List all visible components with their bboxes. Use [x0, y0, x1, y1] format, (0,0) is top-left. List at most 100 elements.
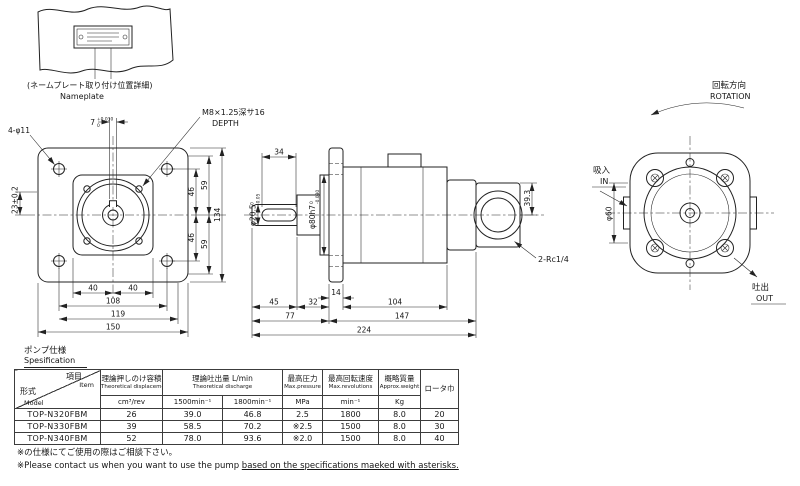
shaft	[251, 204, 297, 226]
keyway-notch	[109, 200, 117, 207]
outlet-label-en: OUT	[756, 294, 773, 303]
port-note-label: 2-Rc1/4	[538, 255, 569, 264]
inlet-boss-edge	[623, 196, 630, 230]
unit-discharge-1500: 1500min⁻¹	[162, 395, 223, 409]
key-slot	[261, 208, 297, 222]
rear-body-outline	[629, 152, 751, 274]
dim-147-label: 147	[395, 312, 410, 321]
dim-40-right-label: 40	[128, 284, 138, 293]
dim-39-3-label: 39.3	[523, 190, 532, 207]
note-en: ※Please contact us when you want to use …	[17, 461, 459, 471]
front-view-dimensions: 7 +0.030 0 4-φ11 M8×1.25深サ16 DEPTH 23±0.…	[8, 108, 265, 337]
corner-model-jp: 形式	[20, 387, 36, 396]
header-discharge: 理論吐出量 L/min Theoretical discharge	[161, 369, 284, 396]
rear-hub-circle	[679, 202, 701, 224]
rear-view	[606, 136, 774, 290]
rotation-arrow	[650, 102, 745, 116]
inlet-arrow	[599, 190, 628, 207]
table-corner-cell: 項目 Item 形式 Model	[14, 369, 101, 409]
dim-134-label: 134	[213, 207, 222, 222]
header-displacement: 理論押しのけ容積 Theoretical displacement	[100, 369, 163, 396]
outlet-arrow	[733, 257, 758, 278]
rotation-label-en: ROTATION	[710, 92, 751, 101]
body-circle	[76, 178, 150, 252]
dim-77-label: 77	[285, 312, 295, 321]
header-weight: 概略質量 Approx.weight	[378, 369, 422, 396]
pilot-tol-upper: 0	[309, 201, 315, 204]
outlet-boss-edge	[750, 196, 757, 230]
pilot-dia-label: φ80h7	[308, 205, 317, 229]
header-pressure: 最高圧力 Max.pressure	[282, 369, 324, 396]
unit-weight: Kg	[378, 395, 422, 409]
dim-104-label: 104	[388, 298, 403, 307]
top-boss	[387, 153, 422, 167]
dim-key-width-label: 7	[90, 118, 95, 127]
corner-item-jp: 項目	[66, 372, 82, 381]
dim-46-lower-label: 46	[187, 233, 196, 243]
dim-108-label: 108	[106, 297, 121, 306]
inlet-label-en: IN	[600, 177, 608, 186]
nameplate-screw-left	[78, 34, 84, 40]
dim-key-width-tol-upper: +0.030	[97, 117, 113, 123]
dim-34-label: 34	[274, 148, 284, 157]
dim-32-label: 32	[308, 298, 318, 307]
tap-note-label: M8×1.25深サ16	[202, 108, 265, 117]
nameplate-leader-lines	[94, 48, 112, 79]
pilot-circle-phi80	[81, 183, 145, 247]
hidden-bolt-holes	[329, 163, 343, 267]
dim-phi60-label: φ60	[605, 206, 614, 221]
model-name: TOP-N330FBM	[14, 420, 101, 433]
inlet-label-jp: 吸入	[593, 166, 611, 176]
nameplate-caption-en: Nameplate	[60, 92, 104, 101]
note-jp: ※の仕様にてご使用の際はご相談下さい。	[17, 448, 178, 458]
nameplate-screw-right	[122, 34, 128, 40]
pilot-tol-lower: -0.030	[315, 190, 321, 204]
dim-119-label: 119	[111, 310, 126, 319]
cover-screws	[646, 169, 734, 257]
body-fragment-outline	[37, 5, 174, 74]
nameplate-plate	[73, 25, 133, 49]
unit-discharge-1800: 1800min⁻¹	[221, 395, 284, 409]
tapped-holes-m8	[83, 185, 143, 245]
tap-note-depth-label: DEPTH	[212, 119, 239, 128]
spec-heading-jp: ポンプ仕様	[24, 346, 67, 356]
corner-model-en: Model	[24, 399, 44, 407]
dim-23-label: 23±0.2	[11, 186, 20, 214]
front-view	[26, 136, 200, 298]
note-en-underlined: based on the specifications maeked with …	[241, 461, 459, 471]
rotation-label-jp: 回転方向	[712, 80, 746, 91]
spec-heading: ポンプ仕様 Spesification	[24, 346, 88, 368]
dim-59-upper-label: 59	[200, 180, 209, 190]
corner-item-en: Item	[79, 381, 94, 389]
dim-key-width-tol-lower: 0	[97, 123, 100, 129]
dim-150-label: 150	[106, 323, 121, 332]
dim-46-upper-label: 46	[187, 187, 196, 197]
dim-40-left-label: 40	[88, 284, 98, 293]
dim-45-label: 45	[269, 298, 279, 307]
rear-view-labels: 回転方向 ROTATION 吸入 IN φ60 吐出 OUT	[592, 80, 786, 305]
shaft-dia-label: φ20.5	[249, 204, 258, 226]
table-row: TOP-N330FBM 39 58.5 70.2 ※2.5 1500 8.0 3…	[14, 420, 460, 433]
shaft-tol-lower: -0.05	[255, 193, 261, 205]
rear-centerlines	[606, 136, 774, 290]
unit-pressure: MPa	[282, 395, 324, 409]
bolt-holes-4-phi11	[51, 161, 175, 269]
header-rotor-width: ロータ巾	[420, 369, 460, 409]
gear-housing-square	[72, 174, 154, 256]
side-view	[244, 147, 544, 283]
nameplate-caption-jp: (ネームプレート取り付け位置詳細)	[27, 80, 153, 90]
unit-revolutions: min⁻¹	[322, 395, 380, 409]
spec-table: 項目 Item 形式 Model 理論押しのけ容積 Theoretical di…	[14, 369, 460, 445]
holes-note-label: 4-φ11	[8, 126, 30, 135]
table-row: TOP-N320FBM 26 39.0 46.8 2.5 1800 8.0 20	[14, 408, 460, 421]
outlet-label-jp: 吐出	[752, 282, 769, 293]
dim-224-label: 224	[357, 326, 372, 335]
mounting-flange-outline	[37, 147, 189, 283]
shaft-tol-upper: 0	[249, 202, 255, 205]
spec-heading-en: Spesification	[24, 356, 76, 366]
header-revolutions: 最高回転速度 Max.revolutions	[322, 369, 380, 396]
unit-displacement: cm³/rev	[100, 395, 163, 409]
side-view-dimensions: φ20.5 0 -0.05 34 φ80h7 0 -0.030 39.3 2-R…	[249, 148, 569, 338]
